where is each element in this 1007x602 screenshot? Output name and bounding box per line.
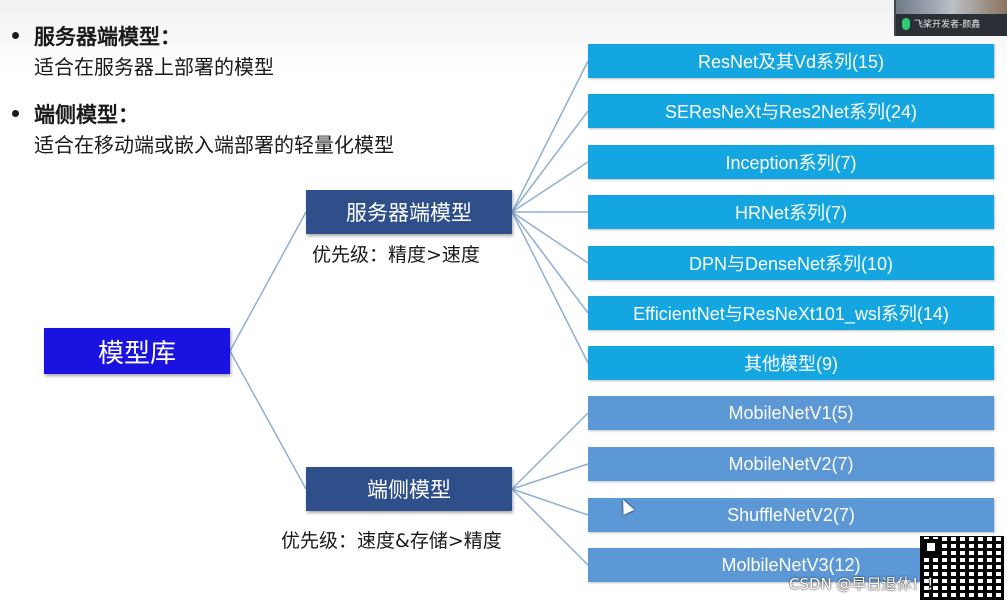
webcam-overlay: 飞桨开发者-颜鑫 [894, 0, 1007, 36]
connector-server-leaf [512, 61, 588, 212]
connector-server-leaf [512, 162, 588, 212]
connector-edge-leaf [512, 413, 588, 489]
server-model-node: 服务器端模型 [306, 190, 512, 234]
connector-server-leaf [512, 212, 588, 313]
server-leaf-seresnext: SEResNeXt与Res2Net系列(24) [588, 94, 994, 128]
server-leaf-other: 其他模型(9) [588, 346, 994, 380]
edge-leaf-shufflenetv2: ShuffleNetV2(7) [588, 498, 994, 532]
server-leaf-dpn: DPN与DenseNet系列(10) [588, 246, 994, 280]
edge-leaf-mobilenetv2: MobileNetV2(7) [588, 447, 994, 481]
connector-edge-leaf [512, 489, 588, 565]
server-leaf-hrnet: HRNet系列(7) [588, 195, 994, 229]
connector-server-leaf [512, 212, 588, 363]
webcam-label: 飞桨开发者-颜鑫 [914, 17, 980, 30]
root-node: 模型库 [44, 328, 230, 374]
connector-edge-leaf [512, 464, 588, 489]
connector-server-leaf [512, 212, 588, 263]
edge-model-node: 端侧模型 [306, 467, 512, 511]
server-leaf-efficientnet: EfficientNet与ResNeXt101_wsl系列(14) [588, 296, 994, 330]
webcam-video [896, 0, 1007, 14]
server-leaf-inception: Inception系列(7) [588, 145, 994, 179]
server-leaf-resnet: ResNet及其Vd系列(15) [588, 44, 994, 78]
connector-server-leaf [512, 111, 588, 212]
server-priority-label: 优先级：精度>速度 [312, 240, 480, 267]
edge-priority-label: 优先级：速度&存储>精度 [281, 526, 502, 553]
edge-leaf-mobilenetv1: MobileNetV1(5) [588, 396, 994, 430]
connector-edge-leaf [512, 489, 588, 515]
watermark: CSDN @早日退休！！ [789, 573, 942, 594]
connector-root-server [230, 212, 306, 351]
connector-root-edge [230, 351, 306, 489]
microphone-icon [902, 18, 910, 30]
